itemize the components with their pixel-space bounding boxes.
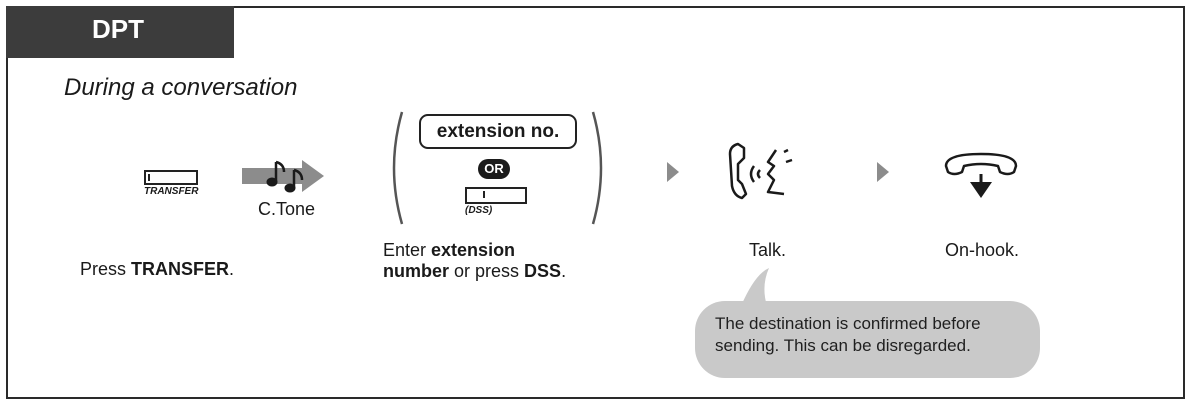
extension-number-box: extension no. (419, 114, 577, 149)
tone-label: C.Tone (258, 199, 316, 219)
talk-caption: Talk. (749, 240, 787, 260)
dpt-tab: DPT (6, 6, 234, 58)
arrow-to-talk (667, 162, 679, 182)
right-parenthesis (591, 111, 603, 225)
onhook-caption: On-hook. (945, 240, 1020, 260)
tab-label: DPT (92, 14, 144, 44)
tone-arrow (242, 160, 324, 193)
tone-arrow-shape (242, 160, 324, 192)
enter-caption: Enter extension number or press DSS. (383, 240, 567, 281)
transfer-caption: Press TRANSFER. (80, 259, 235, 279)
arrow-to-onhook (877, 162, 889, 182)
talking-handset-icon (728, 142, 793, 200)
or-badge: OR (478, 159, 510, 179)
music-note-icon (266, 160, 304, 193)
bubble-pointer (741, 268, 769, 306)
dss-button-label: (DSS) (465, 205, 493, 216)
note-line-1: The destination is confirmed before (715, 314, 981, 333)
note-line-2: sending. This can be disregarded. (715, 336, 971, 355)
note-bubble: The destination is confirmed before send… (695, 301, 1040, 378)
left-parenthesis (392, 111, 404, 225)
subtitle: During a conversation (64, 74, 298, 101)
transfer-button-label: TRANSFER (144, 186, 199, 197)
handset-on-hook-icon (944, 152, 1018, 198)
diagram-frame (6, 6, 1185, 399)
